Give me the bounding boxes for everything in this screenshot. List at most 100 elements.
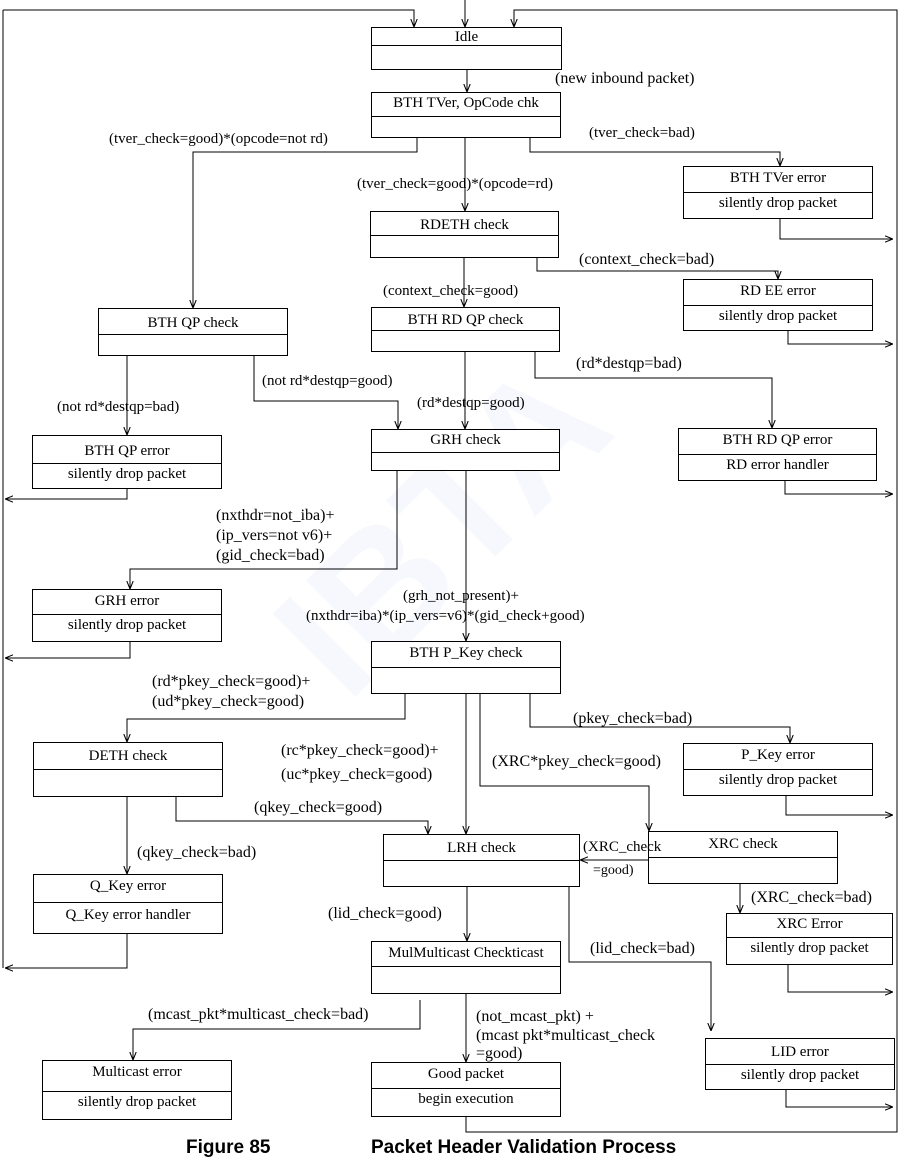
label-mcast-bad: (mcast_pkt*multicast_check=bad): [148, 1006, 369, 1023]
arrow-lid-error-exit: [785, 1090, 893, 1107]
label-tver-good-rd: (tver_check=good)*(opcode=rd): [357, 176, 554, 192]
label-qkey-bad: (qkey_check=bad): [137, 844, 257, 861]
bth-rd-qp-error: BTH RD QP error RD error handler: [678, 428, 877, 481]
rd-ee-error: RD EE error silently drop packet: [683, 279, 873, 331]
rd-ee-error-label: RD EE error: [740, 283, 816, 299]
figure-number: Figure 85: [186, 1137, 271, 1158]
arrow-rd-ee-error-exit: [787, 331, 893, 344]
arrow-pkey-to-deth: [127, 694, 406, 742]
good-packet: Good packet begin execution: [371, 1062, 561, 1117]
bth-tver-error-label: BTH TVer error: [729, 170, 827, 186]
xrc-error-label: XRC Error: [776, 916, 843, 932]
bth-qp-error-label: BTH QP error: [84, 443, 170, 459]
label-xrc-pkey-good: (XRC*pkey_check=good): [492, 753, 661, 770]
label-ud-pkey-good: (ud*pkey_check=good): [152, 693, 305, 710]
bth-qp-error-action: silently drop packet: [67, 466, 187, 482]
arrow-bthqp-to-grh: [253, 356, 398, 429]
arrow-deth-to-lrh: [175, 797, 428, 834]
deth-check-label: DETH check: [88, 748, 168, 764]
arrow-pkey-error-exit: [785, 796, 893, 815]
bth-rd-qp-error-action: RD error handler: [726, 457, 829, 473]
rd-ee-error-action: silently drop packet: [718, 308, 838, 324]
label-nxthdr-iba: (nxthdr=iba)*(ip_vers=v6)*(gid_check+goo…: [306, 608, 585, 624]
rdeth-check: RDETH check: [370, 211, 559, 258]
deth-check: DETH check: [33, 742, 223, 797]
label-not-mcast-2: (mcast pkt*multicast_check: [476, 1027, 656, 1044]
good-packet-label: Good packet: [427, 1066, 505, 1082]
arrow-bthqp-error-exit: [5, 489, 128, 499]
label-rd-destqp-good: (rd*destqp=good): [417, 395, 525, 411]
arrow-left-bus-to-idle: [3, 9, 414, 27]
xrc-error-action: silently drop packet: [750, 940, 869, 956]
idle-state: Idle: [371, 27, 562, 70]
multicast-check-label: MulMulticast Checkticast: [388, 945, 544, 961]
label-not-mcast-3: =good): [476, 1045, 523, 1062]
label-qkey-good: (qkey_check=good): [254, 799, 383, 816]
arrow-right-bus-to-idle: [514, 9, 898, 1107]
arrow-pkey-to-xrc: [479, 694, 649, 831]
label-ip-vers-not-v6: (ip_vers=not v6)+: [216, 527, 333, 544]
bth-qp-error: BTH QP error silently drop packet: [32, 435, 222, 489]
lrh-check: LRH check: [383, 834, 580, 887]
arrow-bth-rd-qp-error-exit: [784, 481, 893, 494]
grh-error-action: silently drop packet: [67, 617, 187, 633]
label-gid-bad: (gid_check=bad): [216, 547, 325, 564]
arrow-lrh-to-lid-error: [568, 887, 711, 1031]
label-tver-good-not-rd: (tver_check=good)*(opcode=not rd): [109, 131, 328, 147]
bth-tver-error: BTH TVer error silently drop packet: [683, 166, 873, 219]
label-not-rd-destqp-good: (not rd*destqp=good): [262, 373, 393, 389]
label-rd-pkey-good: (rd*pkey_check=good)+: [152, 673, 311, 690]
arrow-tver-to-bthqp: [193, 138, 418, 308]
arrow-pkey-to-pkey-error: [529, 694, 790, 743]
pkey-error-label: P_Key error: [741, 747, 815, 763]
lid-error-action: silently drop packet: [740, 1067, 860, 1083]
qkey-error-action: Q_Key error handler: [65, 907, 191, 923]
label-lid-bad: (lid_check=bad): [590, 940, 695, 957]
label-grh-not-present: (grh_not_present)+: [403, 588, 519, 604]
rdeth-check-label: RDETH check: [420, 217, 509, 233]
multicast-error-action: silently drop packet: [77, 1094, 197, 1110]
xrc-check-label: XRC check: [708, 836, 778, 852]
good-packet-action: begin execution: [418, 1091, 514, 1107]
bth-rd-qp-check: BTH RD QP check: [371, 307, 560, 352]
label-rd-destqp-bad: (rd*destqp=bad): [576, 355, 682, 372]
bth-rd-qp-error-label: BTH RD QP error: [722, 432, 833, 448]
bth-qp-check: BTH QP check: [98, 308, 288, 356]
label-xrc-check-good-2: =good): [593, 863, 634, 878]
arrow-multicast-to-mcast-error: [133, 1000, 421, 1060]
bth-pkey-check-label: BTH P_Key check: [409, 645, 523, 661]
bth-tver-check: BTH TVer, OpCode chk: [371, 92, 561, 138]
arrow-grh-error-exit: [5, 642, 131, 658]
xrc-check: XRC check: [648, 831, 838, 884]
label-nxthdr-not-iba: (nxthdr=not_iba)+: [216, 507, 335, 524]
bth-qp-check-label: BTH QP check: [147, 315, 239, 331]
xrc-error: XRC Error silently drop packet: [726, 913, 893, 965]
bth-pkey-check: BTH P_Key check: [371, 641, 561, 694]
multicast-error: Multicast error silently drop packet: [42, 1060, 232, 1120]
label-rc-pkey-good: (rc*pkey_check=good)+: [281, 742, 439, 759]
label-not-rd-destqp-bad: (not rd*destqp=bad): [57, 399, 180, 415]
multicast-error-label: Multicast error: [92, 1064, 182, 1080]
qkey-error-label: Q_Key error: [89, 878, 167, 894]
arrow-tver-to-tver-error: [529, 138, 780, 166]
lid-error: LID error silently drop packet: [705, 1038, 895, 1090]
pkey-error: P_Key error silently drop packet: [683, 743, 873, 796]
label-not-mcast-1: (not_mcast_pkt) +: [476, 1008, 594, 1025]
label-pkey-bad: (pkey_check=bad): [573, 710, 693, 727]
label-context-bad: (context_check=bad): [579, 251, 715, 268]
bth-rd-qp-check-label: BTH RD QP check: [407, 312, 524, 328]
pkey-error-action: silently drop packet: [718, 772, 838, 788]
label-xrc-check-bad: (XRC_check=bad): [751, 889, 872, 906]
qkey-error: Q_Key error Q_Key error handler: [33, 874, 223, 934]
multicast-check: MulMulticast Checkticast: [371, 941, 561, 994]
bth-tver-error-action: silently drop packet: [718, 195, 838, 211]
lid-error-label: LID error: [771, 1044, 829, 1060]
bth-tver-check-label: BTH TVer, OpCode chk: [393, 95, 539, 111]
arrow-bth-rd-qp-to-error: [534, 352, 772, 428]
arrow-qkey-error-exit: [5, 934, 128, 968]
idle-label: Idle: [454, 29, 479, 45]
arrow-grh-to-grh-error: [130, 471, 398, 589]
lrh-check-label: LRH check: [447, 840, 516, 856]
grh-error-label: GRH error: [94, 593, 160, 609]
